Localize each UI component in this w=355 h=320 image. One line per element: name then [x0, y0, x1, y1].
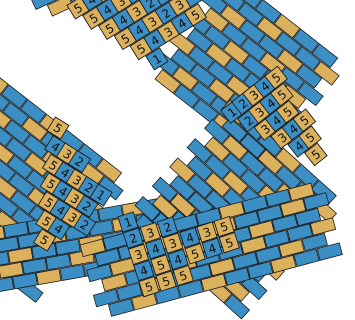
bead [0, 277, 14, 293]
